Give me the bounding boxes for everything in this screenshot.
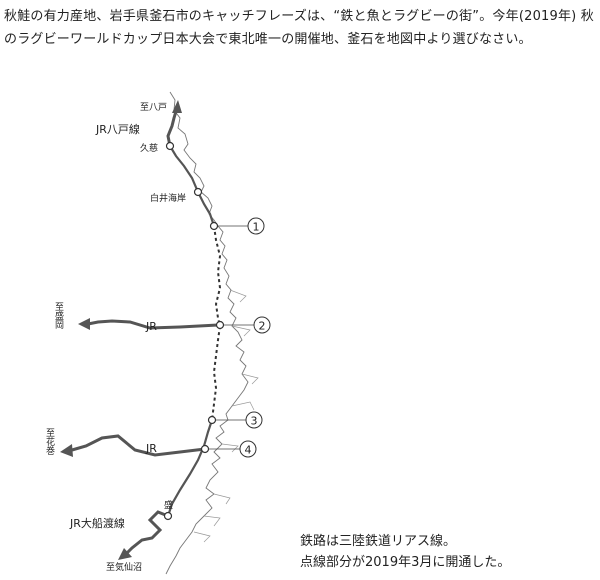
choice-1-label: 1	[253, 221, 260, 234]
jr-hachinohe-line	[166, 107, 179, 147]
station-choice-1	[209, 221, 219, 231]
railway-solid-north	[169, 145, 216, 227]
station-choice-4	[200, 444, 210, 454]
label-shirai-kaigan: 白井海岸	[150, 192, 186, 204]
station-choice-3	[207, 415, 217, 425]
label-to-kesennuma: 至気仙沼	[106, 561, 142, 573]
station-kuji	[165, 141, 175, 151]
choice-2[interactable]: 2	[253, 316, 271, 334]
note-railway: 鉄路は三陸鉄道リアス線。	[300, 534, 457, 549]
label-to-hanamaki: 至花巻	[44, 428, 55, 455]
station-sakari	[163, 511, 173, 521]
label-jr-hachinohe-line: JR八戸線	[95, 122, 140, 136]
choice-2-label: 2	[259, 320, 266, 333]
choice-3[interactable]: 3	[245, 411, 263, 429]
station-choice-2	[215, 320, 225, 330]
arrow-to-hanamaki	[60, 444, 73, 457]
railway-solid-south	[166, 419, 214, 517]
choice-4-label: 4	[245, 444, 252, 457]
station-shirai-kaigan	[193, 187, 203, 197]
choice-4[interactable]: 4	[239, 440, 257, 458]
label-jr-mid: JR	[145, 320, 157, 333]
note-dotted-section: 点線部分が2019年3月に開通した。	[300, 555, 511, 570]
arrow-to-morioka	[78, 318, 90, 330]
choice-1[interactable]: 1	[247, 217, 265, 235]
arrow-to-kesennuma	[118, 548, 132, 560]
jr-morioka-line	[87, 319, 219, 330]
jr-hanamaki-line	[71, 434, 206, 457]
choice-3-label: 3	[251, 415, 258, 428]
label-kuji: 久慈	[140, 142, 158, 154]
label-to-hachinohe: 至八戸	[140, 102, 167, 113]
label-sakari: 盛	[164, 499, 173, 511]
label-jr-low: JR	[145, 442, 157, 455]
question-text: 秋鮭の有力産地、岩手県釜石市のキャッチフレーズは、“鉄と魚とラグビーの街”。今年…	[4, 9, 594, 47]
coastline	[165, 91, 249, 575]
jr-ofunato-line	[124, 510, 169, 556]
coastline-inlets	[193, 289, 259, 543]
arrow-to-hachinohe	[172, 100, 182, 113]
label-to-morioka: 至盛岡	[53, 302, 64, 330]
label-jr-ofunato-line: JR大船渡線	[69, 516, 125, 530]
